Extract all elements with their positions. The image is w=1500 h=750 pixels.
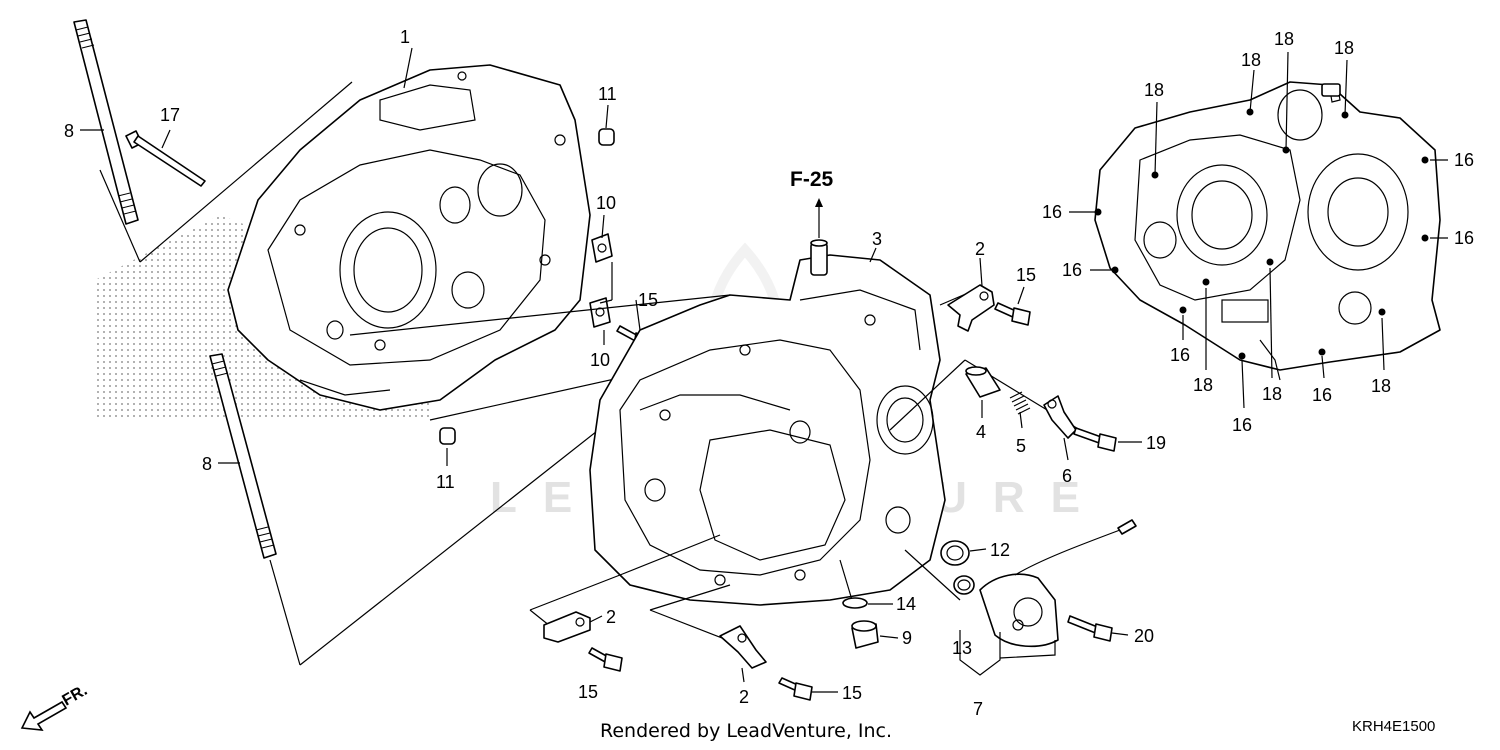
right-crankcase-half	[349, 239, 946, 606]
callout-15-lower-left: 15	[578, 682, 598, 702]
callout-19: 19	[1146, 433, 1166, 453]
callout-20: 20	[1134, 626, 1154, 646]
stud-bolt-upper	[73, 19, 139, 225]
callout-1: 1	[400, 27, 410, 47]
dowel-pin-lower	[439, 427, 456, 445]
callout-15-upper-right: 15	[1016, 265, 1036, 285]
bracket-lower-left	[543, 611, 591, 643]
rendered-by-footer: Rendered by LeadVenture, Inc.	[600, 720, 892, 742]
dowel-pin-upper	[598, 128, 615, 146]
callout-9: 9	[902, 628, 912, 648]
callout-18-d: 18	[1334, 38, 1354, 58]
o-ring-13	[953, 575, 975, 595]
callout-16-c: 16	[1454, 150, 1474, 170]
flange-bolt-20	[1067, 615, 1113, 642]
callout-18-g: 18	[1371, 376, 1391, 396]
callout-16-a: 16	[1042, 202, 1062, 222]
callout-15-upper-left: 15	[638, 290, 658, 310]
callout-16-e: 16	[1170, 345, 1190, 365]
up-arrow-icon	[815, 198, 823, 207]
callout-18-f: 18	[1262, 384, 1282, 404]
callout-11-upper: 11	[598, 84, 617, 104]
oil-seal-12	[940, 540, 970, 566]
callout-16-b: 16	[1062, 260, 1082, 280]
stud-bolt-lower	[209, 353, 277, 559]
callout-16-d: 16	[1454, 228, 1474, 248]
diagram-code: KRH4E1500	[1352, 718, 1435, 735]
callout-2-lower-center: 2	[739, 687, 749, 707]
section-reference-label: F-25	[790, 168, 834, 191]
setting-plate-upper	[591, 233, 613, 263]
callout-7: 7	[973, 699, 983, 719]
callout-16-g: 16	[1312, 385, 1332, 405]
left-crankcase-half	[95, 64, 701, 666]
callout-10-upper: 10	[596, 193, 616, 213]
callout-2-lower-left: 2	[606, 607, 616, 627]
callout-11-lower: 11	[436, 472, 455, 492]
callout-12: 12	[990, 540, 1010, 560]
callout-18-b: 18	[1241, 50, 1261, 70]
callout-10-lower: 10	[590, 350, 610, 370]
bracket-upper-right	[947, 284, 995, 332]
callout-bracket-7	[959, 630, 1001, 676]
flange-bolt-19	[1073, 427, 1117, 452]
callout-18-e: 18	[1193, 375, 1213, 395]
callout-16-f: 16	[1232, 415, 1252, 435]
sealing-washer-14	[842, 597, 868, 609]
collar-4	[965, 366, 1001, 398]
callout-6: 6	[1062, 466, 1072, 486]
callout-8-lower: 8	[202, 454, 212, 474]
flange-bolt-17	[125, 130, 206, 187]
callout-17: 17	[160, 105, 180, 125]
leader-lines	[80, 47, 1448, 693]
callout-2-upper: 2	[975, 239, 985, 259]
callout-14: 14	[896, 594, 916, 614]
callout-18-a: 18	[1144, 80, 1164, 100]
bracket-lower-center	[719, 625, 767, 669]
flange-bolt-15-lower-center	[778, 677, 813, 701]
setting-plate-lower	[589, 297, 611, 328]
spring-5	[1009, 391, 1031, 415]
callout-18-c: 18	[1274, 29, 1294, 49]
callout-8-upper: 8	[64, 121, 74, 141]
callout-4: 4	[976, 422, 986, 442]
flange-bolt-15-right	[994, 302, 1031, 326]
callout-5: 5	[1016, 436, 1026, 456]
drain-bolt-9	[851, 620, 879, 649]
flange-bolt-15-lower-left	[588, 647, 623, 672]
callout-15-lower-center: 15	[842, 683, 862, 703]
callout-13: 13	[952, 638, 972, 658]
neutral-switch-assembly-7	[979, 519, 1137, 659]
callout-3: 3	[872, 229, 882, 249]
crankcase-inner-face-view	[1094, 81, 1441, 381]
front-direction-arrow-icon	[20, 700, 68, 731]
stopper-arm-6	[1043, 395, 1077, 439]
callout-labels: 1 2 2 2 3 4 5 6 7 8 8 9 10 10 11 11 12 1…	[64, 27, 1474, 719]
